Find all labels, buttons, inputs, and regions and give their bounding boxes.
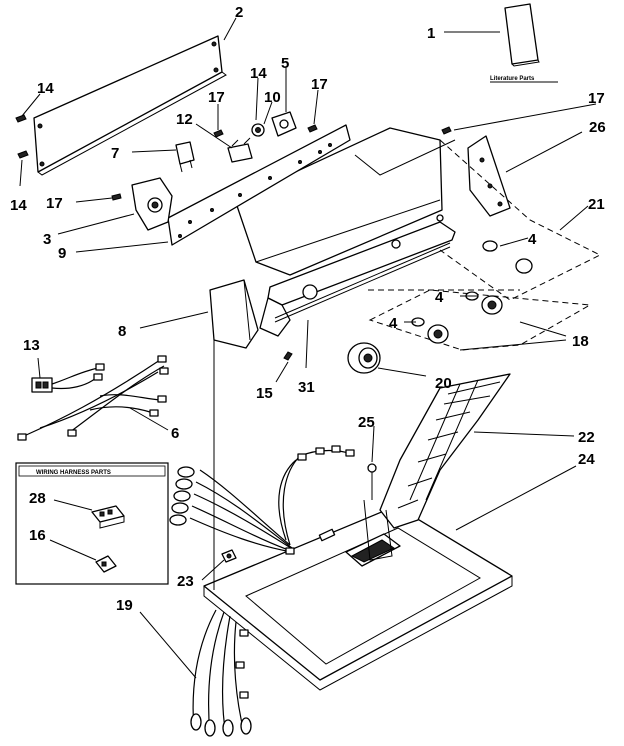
end-bracket [467, 135, 511, 217]
control-console [234, 127, 456, 337]
switch-5 [271, 111, 297, 137]
callout-14-top: 14 [37, 80, 54, 97]
callout-12: 12 [176, 111, 193, 128]
callout-6: 6 [171, 425, 179, 442]
callout-28: 28 [29, 490, 46, 507]
callout-5: 5 [281, 55, 289, 72]
duct-assembly [363, 373, 511, 561]
end-cap [209, 279, 259, 349]
callout-14-right: 14 [250, 65, 267, 82]
callout-17-far: 17 [588, 90, 605, 107]
main-wiring-harness [169, 445, 355, 555]
callout-17-left: 17 [46, 195, 63, 212]
terminal-block-28 [91, 505, 125, 529]
screw-14-top [15, 114, 27, 123]
knob-4-bottom [411, 317, 449, 344]
screw-17-right [307, 124, 318, 133]
control-bracket [167, 124, 351, 246]
callout-25: 25 [358, 414, 375, 431]
callout-16: 16 [29, 527, 46, 544]
callout-31: 31 [298, 379, 315, 396]
callout-21: 21 [588, 196, 605, 213]
callout-19: 19 [116, 597, 133, 614]
callout-17-right: 17 [311, 76, 328, 93]
callout-10: 10 [264, 89, 281, 106]
top-panel [203, 505, 513, 691]
callout-1: 1 [427, 25, 435, 42]
rear-panel [33, 35, 227, 176]
connector-13 [31, 363, 105, 393]
leader-lines [19, 17, 597, 679]
callout-15: 15 [256, 385, 273, 402]
wiring-harness-box [15, 462, 169, 585]
callout-20: 20 [435, 375, 452, 392]
screw-17-far [441, 126, 452, 135]
callout-26: 26 [589, 119, 606, 136]
screw-17-mid [213, 129, 224, 138]
callout-3: 3 [43, 231, 51, 248]
callout-17-mid: 17 [208, 89, 225, 106]
callout-13: 13 [23, 337, 40, 354]
screw-15 [283, 351, 293, 361]
callout-22: 22 [578, 429, 595, 446]
knob-4-top [482, 240, 533, 274]
callout-24: 24 [578, 451, 595, 468]
part-12 [227, 137, 253, 163]
harness-19 [190, 609, 252, 737]
switch-7 [175, 141, 195, 173]
wiring-box-title: WIRING HARNESS PARTS [36, 470, 111, 476]
callout-2: 2 [235, 4, 243, 21]
callout-7: 7 [111, 145, 119, 162]
callout-4-top: 4 [528, 231, 537, 248]
screw-14-bottom [17, 150, 29, 159]
callout-4-bottom: 4 [389, 315, 398, 332]
callout-18: 18 [572, 333, 589, 350]
wiring-harness-6 [17, 355, 169, 441]
nut-23 [221, 549, 237, 563]
knob-4-middle [465, 291, 503, 315]
callout-9: 9 [58, 245, 66, 262]
screw-25 [367, 463, 377, 500]
callout-4-middle: 4 [435, 289, 444, 306]
knob-20 [347, 342, 381, 374]
callout-14-bottom: 14 [10, 197, 27, 214]
callout-23: 23 [177, 573, 194, 590]
literature-parts-label: Literature Parts [490, 76, 535, 82]
callout-8: 8 [118, 323, 126, 340]
switch-10 [251, 123, 265, 137]
connector-16 [95, 555, 117, 573]
literature-booklet [504, 3, 540, 67]
timer [131, 177, 173, 231]
screw-17-left [111, 193, 122, 201]
